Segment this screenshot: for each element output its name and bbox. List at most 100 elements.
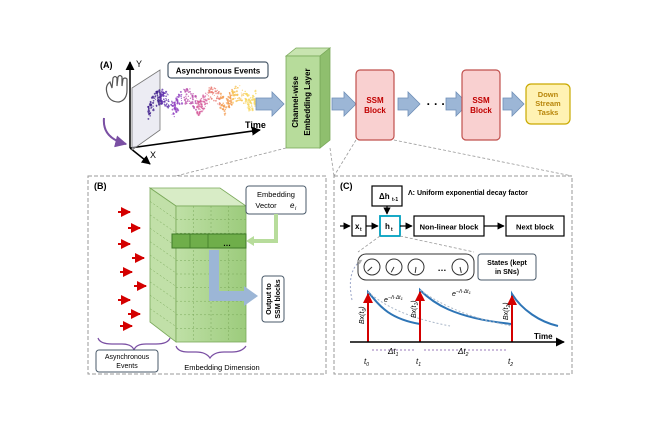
- event-dot: [216, 103, 219, 105]
- output-box: [261, 275, 285, 323]
- event-dot: [246, 95, 249, 97]
- event-dot: [222, 105, 225, 108]
- state-zoom-right: [399, 235, 475, 253]
- event-dot: [192, 93, 194, 95]
- event-dot: [216, 97, 218, 100]
- event-dot: [173, 103, 175, 105]
- event-dot: [221, 108, 224, 111]
- embedding-dimension-label: Embedding Dimension: [184, 363, 259, 372]
- event-dot: [195, 111, 198, 113]
- t0-label: t0: [364, 357, 369, 368]
- event-dot: [249, 97, 252, 99]
- event-dot: [237, 97, 239, 100]
- event-dot: [194, 95, 197, 98]
- t1-label: t1: [416, 357, 421, 368]
- y-axis-label: Y: [136, 59, 142, 69]
- event-dot: [167, 99, 170, 101]
- event-dot: [212, 93, 214, 95]
- event-dot: [225, 106, 228, 109]
- states-label-1: States (kept: [487, 260, 527, 267]
- t2-label: t2: [508, 357, 513, 368]
- event-dot: [192, 102, 194, 104]
- states-dots: …: [438, 263, 447, 273]
- event-dot: [203, 101, 206, 103]
- event-dot: [227, 103, 230, 105]
- event-dot: [152, 99, 155, 102]
- event-dot: [244, 100, 247, 103]
- event-dot: [203, 98, 205, 101]
- event-dot: [229, 95, 232, 97]
- zoom-line-c-left: [333, 139, 357, 177]
- event-dot: [165, 90, 168, 93]
- panel-b-frame: [87, 175, 327, 375]
- event-dot: [198, 105, 201, 108]
- event-dot: [198, 112, 201, 114]
- async-events-box: [167, 61, 269, 79]
- async-events-b-label-2: Events: [116, 363, 138, 370]
- event-dot: [193, 107, 196, 110]
- event-dot: [213, 94, 215, 96]
- event-dot: [231, 88, 233, 91]
- event-dot: [236, 93, 239, 97]
- event-dot: [162, 98, 165, 101]
- x-axis: [129, 147, 151, 165]
- event-dot: [247, 101, 249, 104]
- event-dot: [155, 92, 157, 95]
- event-dot: [158, 89, 161, 92]
- event-dot: [211, 88, 214, 91]
- bx2-label: Bx(t2): [503, 302, 512, 320]
- event-dot: [220, 96, 223, 100]
- x-t-sub: t: [360, 227, 362, 233]
- event-dot: [199, 108, 201, 110]
- event-dot: [231, 90, 234, 93]
- arrow-events-to-embedding: [255, 91, 285, 117]
- event-dot: [166, 93, 168, 95]
- event-dot: [232, 97, 235, 101]
- event-dot: [180, 100, 183, 102]
- event-dot: [235, 90, 238, 93]
- event-dot: [152, 101, 155, 104]
- async-events-b-box: [95, 349, 159, 373]
- panel-c-frame: [333, 175, 573, 375]
- event-dot: [247, 99, 250, 102]
- event-dot: [209, 91, 212, 94]
- h-t-box: [379, 215, 401, 237]
- embedding-vector-label-1: Embedding: [257, 190, 295, 199]
- event-dot: [224, 108, 227, 111]
- downstream-label-1: Down: [538, 90, 559, 99]
- event-dot: [202, 110, 204, 112]
- embedding-vector-sub: i: [295, 206, 297, 212]
- downstream-label-2: Stream: [535, 99, 561, 108]
- event-dot: [234, 87, 236, 89]
- rotation-arrow: [102, 117, 128, 148]
- event-dot: [243, 93, 245, 95]
- downstream-label-3: Tasks: [538, 108, 559, 117]
- event-dot: [147, 117, 150, 120]
- event-dot: [251, 104, 253, 106]
- event-dot: [184, 100, 187, 104]
- panel-a-label: (A): [100, 60, 113, 70]
- event-dot: [186, 102, 188, 104]
- x-axis-label: X: [150, 150, 156, 160]
- event-dot: [205, 99, 207, 101]
- event-dot: [158, 91, 161, 94]
- event-dot: [239, 85, 241, 87]
- event-dot: [230, 99, 232, 101]
- event-dot: [196, 106, 199, 109]
- event-dot: [156, 90, 159, 93]
- event-dot: [180, 91, 182, 93]
- state-dials: [363, 258, 469, 276]
- event-dot: [184, 102, 187, 105]
- embedding-pointer: [250, 214, 278, 243]
- event-dot: [185, 95, 187, 97]
- event-dot: [196, 112, 199, 115]
- event-dot: [204, 95, 207, 97]
- event-dot: [203, 107, 206, 110]
- event-dot: [248, 107, 251, 110]
- event-dot: [198, 100, 201, 104]
- output-arrow-head: [244, 286, 258, 306]
- event-dot: [208, 87, 210, 89]
- ssm-block-1: [355, 69, 395, 141]
- output-label-2: SSM blocks: [275, 279, 282, 318]
- event-dot: [200, 103, 202, 106]
